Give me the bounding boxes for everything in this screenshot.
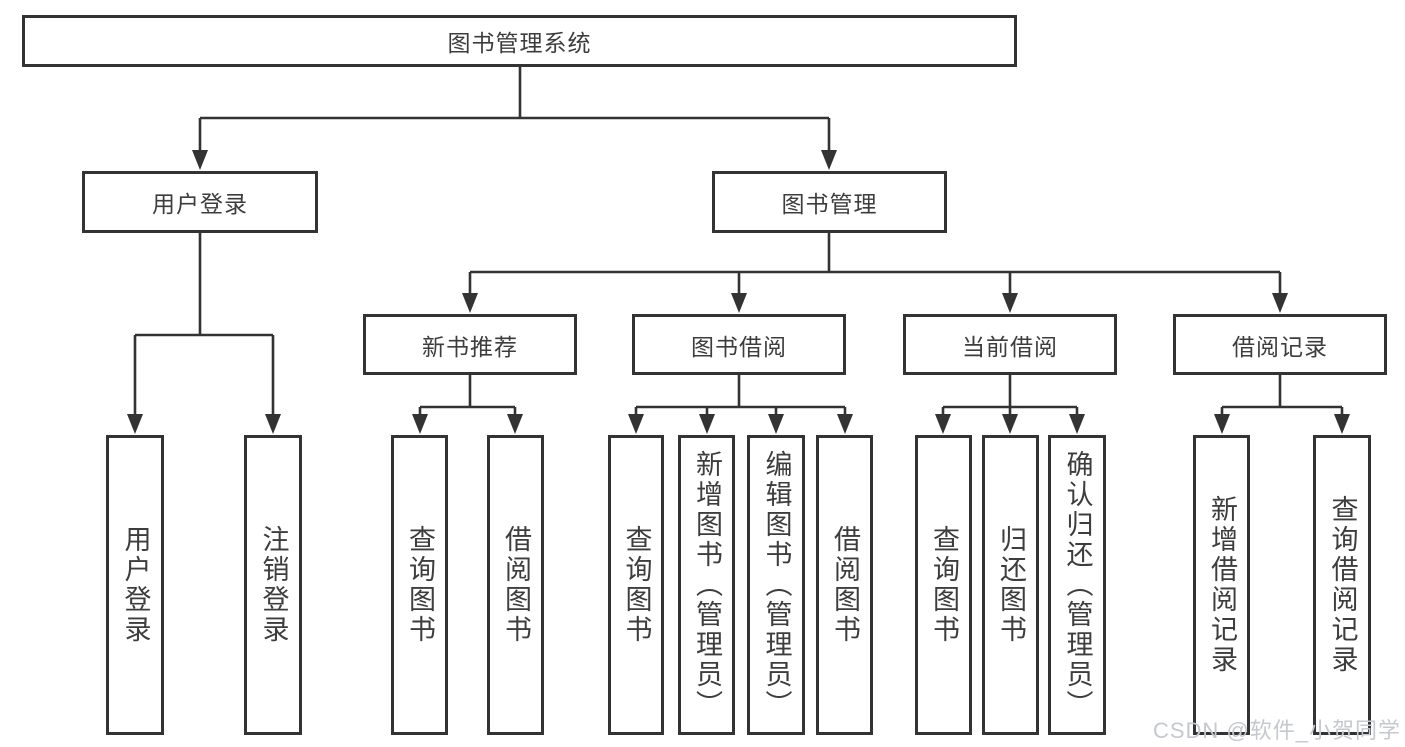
leaf-add-borrow-record: 新增借阅记录 xyxy=(1193,435,1250,735)
leaf-add-books-admin: 新增图书（管理员） xyxy=(678,435,735,735)
leaf-logout: 注销登录 xyxy=(244,435,302,735)
node-book-management-module: 图书管理 xyxy=(712,171,947,233)
leaf-query-books-2: 查询图书 xyxy=(608,435,664,735)
leaf-return-books: 归还图书 xyxy=(982,435,1039,735)
node-borrowing-records: 借阅记录 xyxy=(1173,314,1387,375)
leaf-query-borrow-record: 查询借阅记录 xyxy=(1313,435,1371,735)
leaf-user-login: 用户登录 xyxy=(106,435,164,735)
arrowheads xyxy=(127,150,1350,434)
node-current-borrowing: 当前借阅 xyxy=(903,314,1117,375)
node-new-book-recommendation: 新书推荐 xyxy=(363,314,577,375)
node-user-login-module: 用户登录 xyxy=(82,171,318,233)
leaf-borrow-books-2: 借阅图书 xyxy=(816,435,873,735)
leaf-confirm-return-admin: 确认归还（管理员） xyxy=(1048,435,1106,735)
csdn-watermark: CSDN @软件_小贺同学 xyxy=(1152,718,1401,743)
node-book-borrowing: 图书借阅 xyxy=(632,314,846,375)
leaf-edit-books-admin: 编辑图书（管理员） xyxy=(747,435,805,735)
leaf-borrow-books-1: 借阅图书 xyxy=(487,435,544,735)
node-system-root: 图书管理系统 xyxy=(22,15,1017,67)
leaf-query-books-3: 查询图书 xyxy=(915,435,972,735)
leaf-query-books-1: 查询图书 xyxy=(391,435,448,735)
